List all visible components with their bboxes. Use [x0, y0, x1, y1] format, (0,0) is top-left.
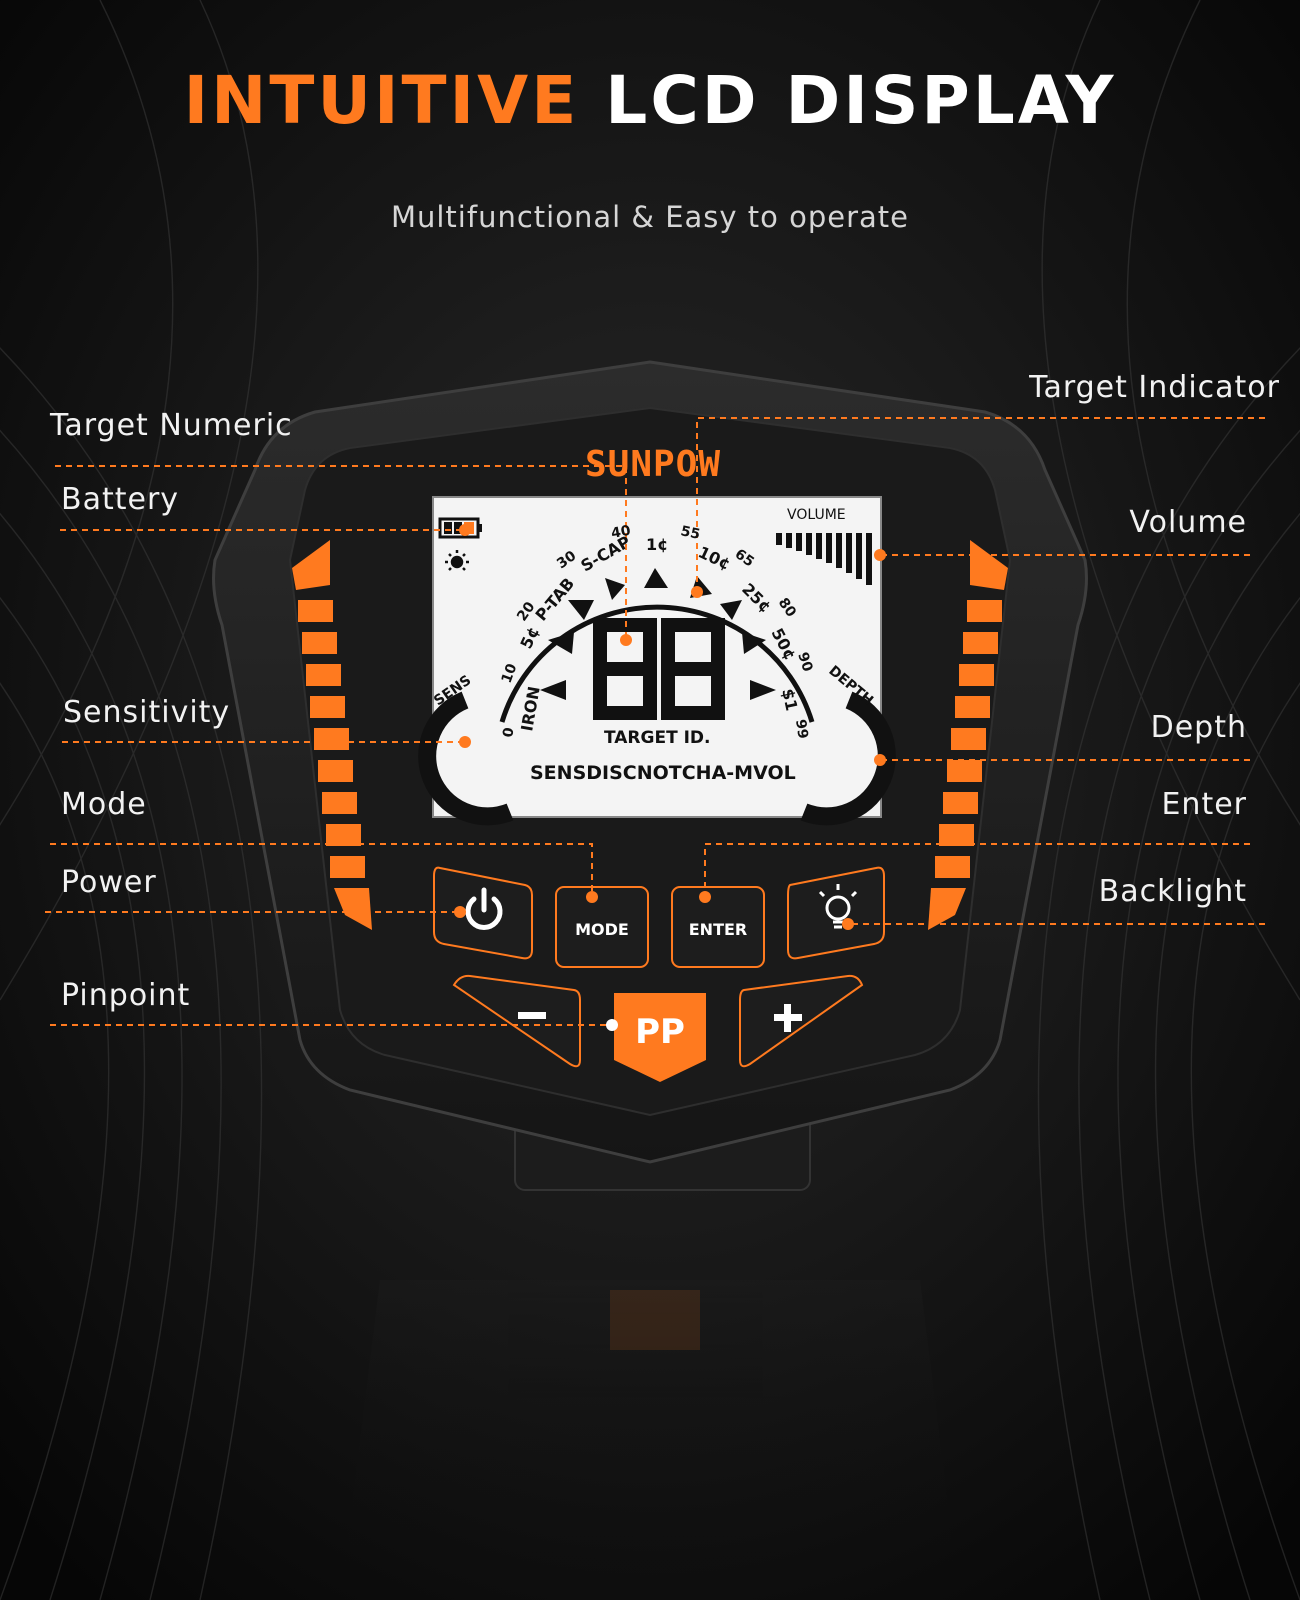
minus-button[interactable]: [452, 974, 581, 1068]
page-subtitle: Multifunctional & Easy to operate: [390, 200, 910, 234]
label-mode: Mode: [61, 787, 147, 822]
target-arc: [499, 604, 815, 723]
scale-90: 90: [794, 650, 815, 674]
label-depth: Depth: [1150, 710, 1247, 745]
scale-55: 55: [679, 523, 701, 543]
volume-bars: [776, 533, 872, 585]
target-indicators: [540, 568, 776, 700]
label-volume: Volume: [1129, 505, 1247, 540]
callout-lines: [45, 417, 1265, 1026]
cat-dollar: $1: [778, 687, 801, 713]
page-title: INTUITIVE LCD DISPLAY: [0, 62, 1300, 139]
sun-icon: [445, 550, 469, 571]
minus-icon: [518, 1012, 546, 1019]
volume-label: VOLUME: [787, 507, 846, 523]
scale-10: 10: [499, 661, 521, 685]
lightbulb-icon: [818, 884, 858, 929]
title-accent: INTUITIVE: [183, 62, 580, 139]
mode-button-label: MODE: [575, 920, 629, 939]
depth-arc: [800, 691, 896, 826]
pinpoint-button-label: PP: [635, 1012, 685, 1052]
label-sensitivity: Sensitivity: [63, 695, 231, 730]
title-rest: LCD DISPLAY: [605, 62, 1117, 139]
brand-logo: SUNPOW: [584, 444, 722, 485]
device-reflection: [340, 1280, 960, 1600]
label-pinpoint: Pinpoint: [61, 978, 191, 1013]
enter-button-label: ENTER: [688, 920, 748, 939]
target-id-label: TARGET ID.: [604, 728, 711, 748]
right-light-bar: [928, 540, 1008, 930]
cat-1c: 1¢: [646, 535, 668, 554]
power-button[interactable]: [433, 866, 533, 960]
label-power: Power: [61, 865, 157, 900]
plus-icon: [774, 1004, 802, 1032]
left-light-bar: [292, 540, 372, 930]
callout-dots: [454, 524, 886, 1031]
enter-button[interactable]: [671, 886, 765, 968]
label-target-numeric: Target Numeric: [50, 408, 293, 443]
scale-0: 0: [500, 726, 517, 739]
sens-arc: [418, 691, 514, 826]
button-row: [433, 866, 885, 1082]
backlight-button[interactable]: [787, 866, 885, 960]
label-target-indicator: Target Indicator: [1029, 370, 1280, 405]
label-backlight: Backlight: [1098, 874, 1247, 909]
power-icon: [465, 887, 503, 930]
plus-button[interactable]: [739, 974, 864, 1068]
pinpoint-button[interactable]: [614, 993, 706, 1082]
scale-40: 40: [610, 523, 632, 542]
status-line: SENSDISCNOTCHA-MVOL: [530, 762, 796, 784]
label-battery: Battery: [61, 482, 180, 517]
label-enter: Enter: [1161, 787, 1247, 822]
mode-button[interactable]: [555, 886, 649, 968]
scale-99: 99: [792, 718, 811, 740]
